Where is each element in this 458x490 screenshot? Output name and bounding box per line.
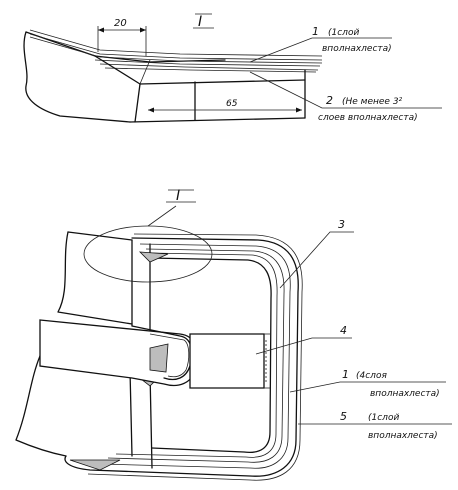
dim-65: 65 bbox=[226, 99, 238, 109]
callout-1-number: 1 bbox=[312, 25, 319, 38]
callout-5-text-b: вполнахлеста) bbox=[368, 431, 438, 441]
callout-5-number: 5 bbox=[340, 410, 347, 423]
section-mark-main: I bbox=[176, 188, 180, 204]
main-callout-1-text-a: (4слоя bbox=[356, 371, 387, 381]
callout-4-number: 4 bbox=[340, 324, 347, 337]
callout-5-text-a: (1слой bbox=[368, 413, 399, 423]
callout-1-text-a: (1слой bbox=[328, 28, 359, 38]
section-mark-top: I bbox=[198, 14, 202, 30]
dim-20: 20 bbox=[114, 18, 127, 29]
callout-2-text-a: (Не менее 3² bbox=[342, 97, 403, 107]
callout-1-text-b: вполнахлеста) bbox=[322, 44, 392, 54]
detail-view-I: 20 I 65 1 (1слой вполнахлеста) 2 (Не мен… bbox=[23, 13, 442, 123]
callout-3-number: 3 bbox=[338, 218, 345, 231]
callout-2-number: 2 bbox=[326, 94, 333, 107]
callout-2-text-b: слоев вполнахлеста) bbox=[318, 113, 418, 123]
main-callout-1-text-b: вполнахлеста) bbox=[370, 389, 440, 399]
main-view: I 3 4 1 (4слоя вполнахлеста) 5 (1слой вп… bbox=[15, 188, 452, 481]
main-callout-1-number: 1 bbox=[342, 368, 349, 381]
